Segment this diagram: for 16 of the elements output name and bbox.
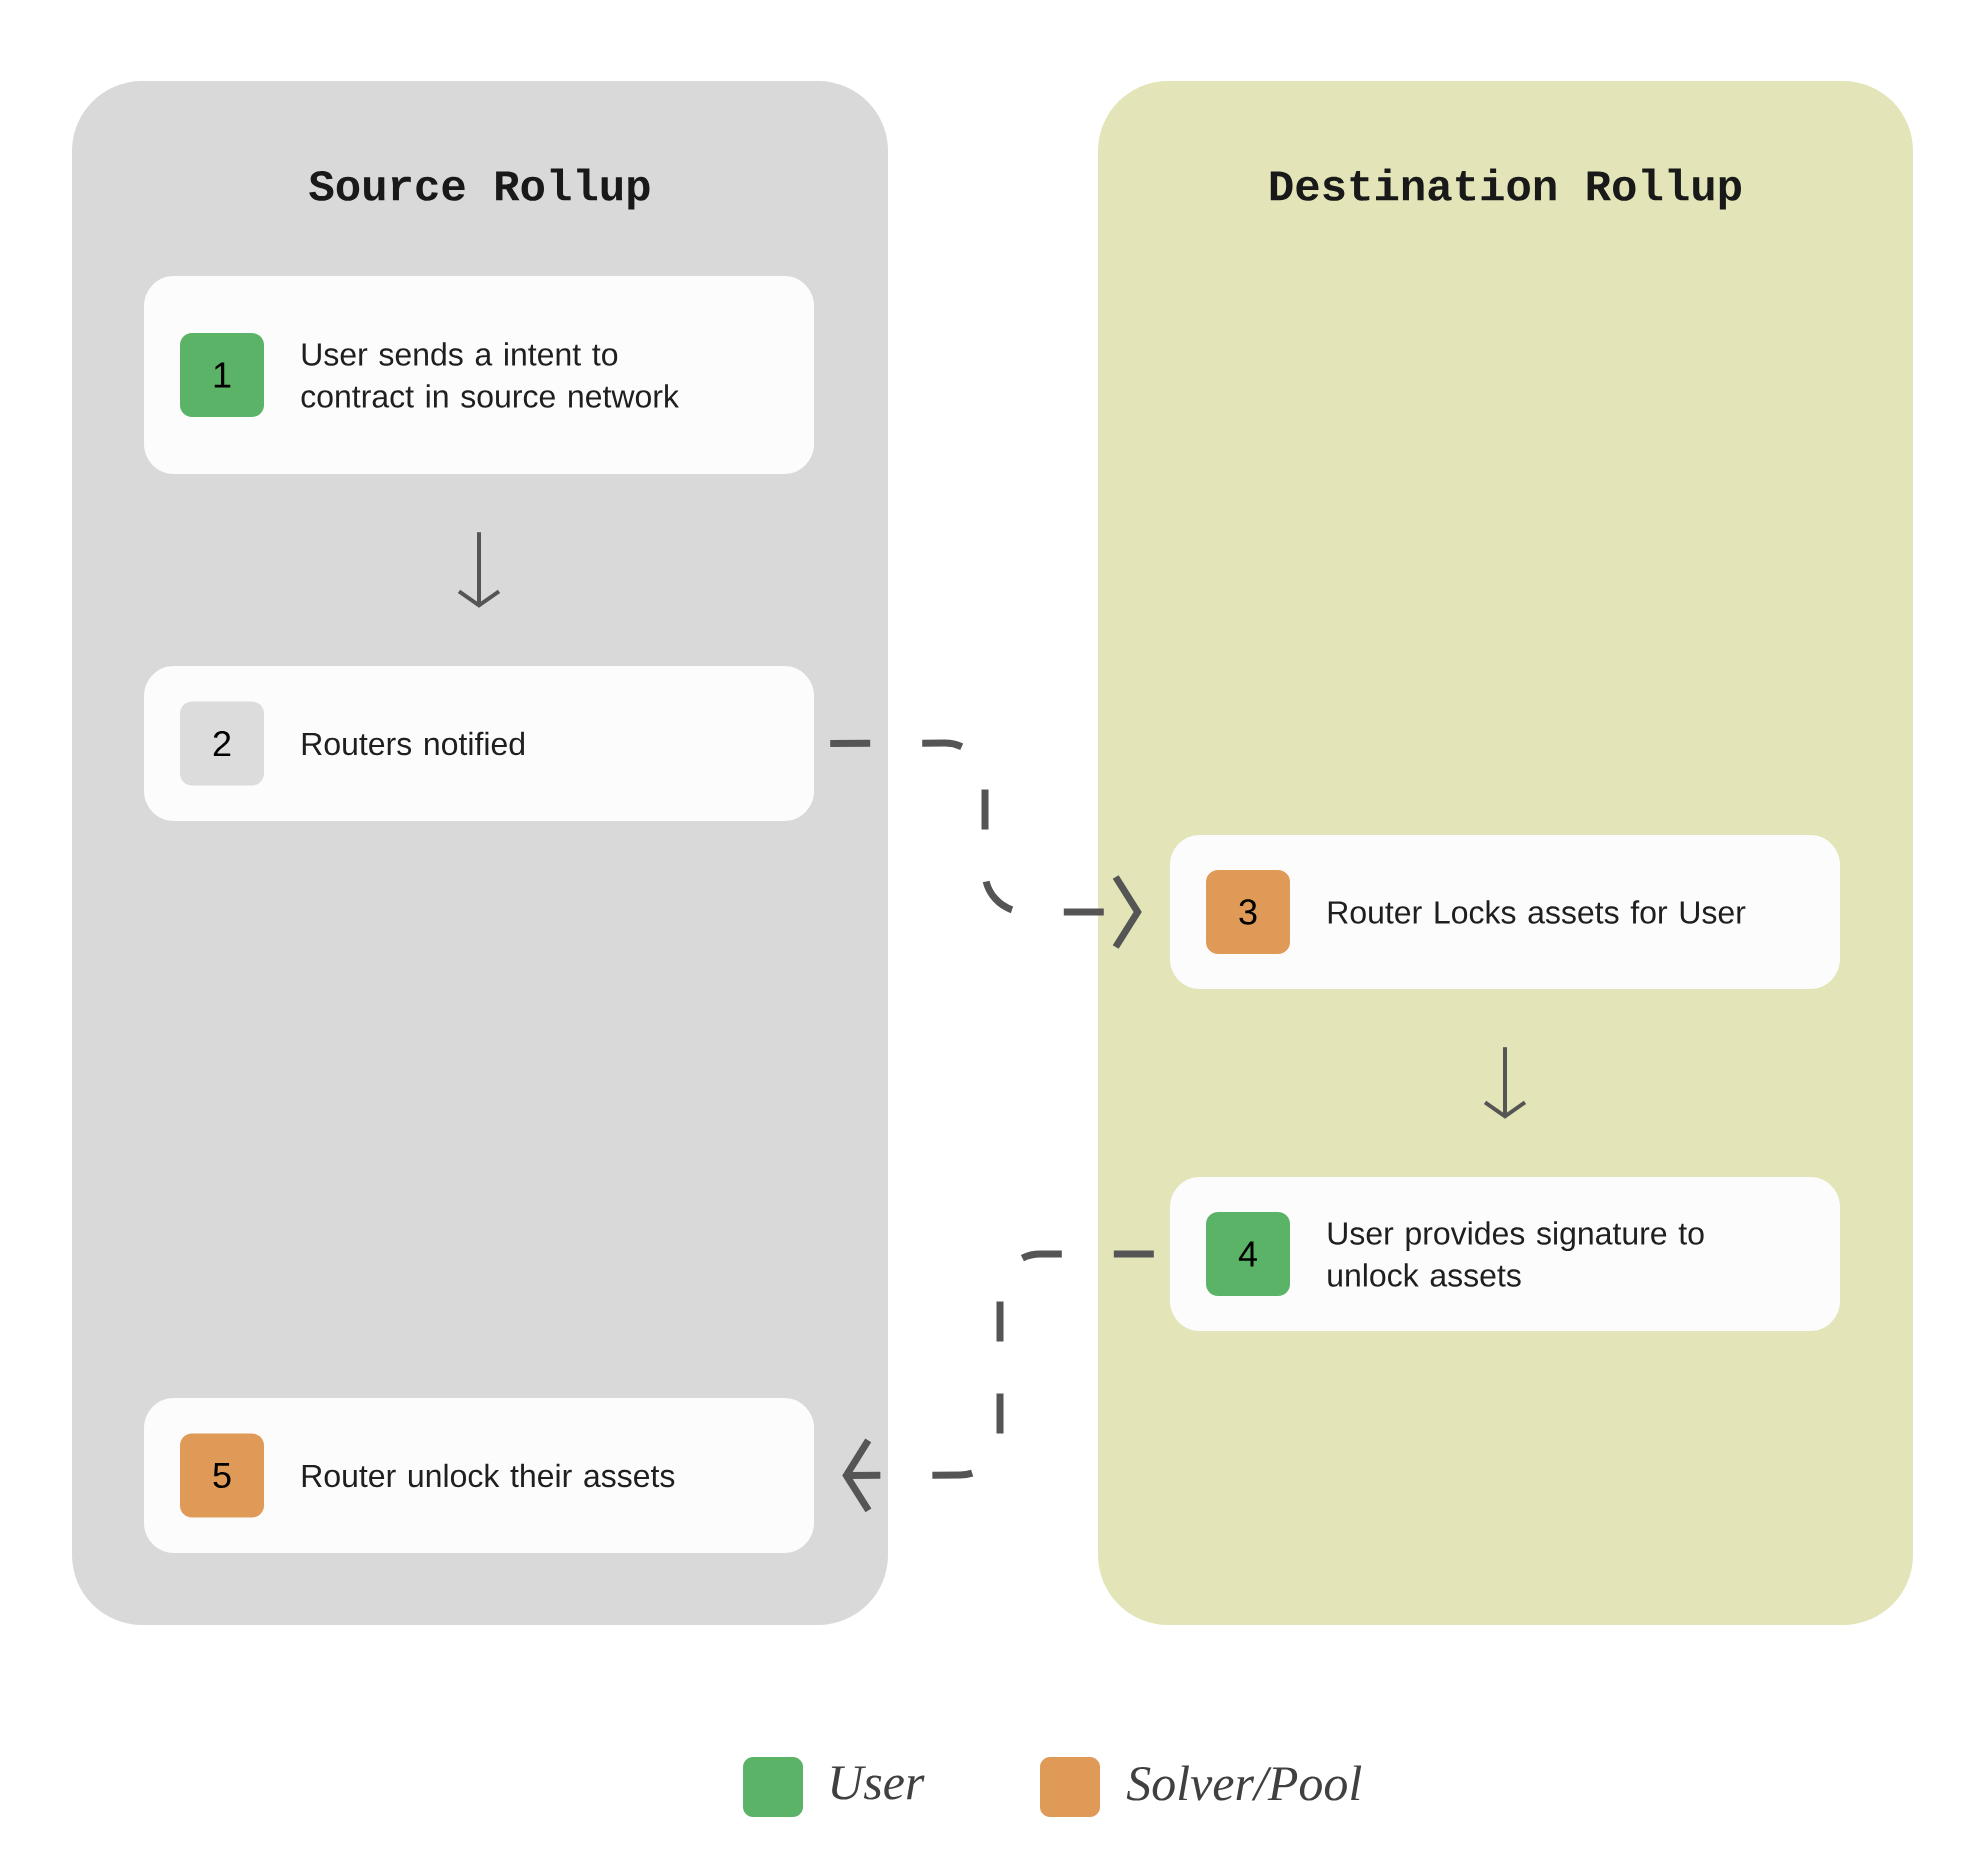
legend-label: User <box>831 1766 925 1800</box>
step-text: User provides signature to unlock assets <box>1328 1221 1704 1287</box>
step-text: Router Locks assets for User <box>1328 900 1746 924</box>
step-badge: 3 <box>1206 870 1290 954</box>
step-text: User sends a intent to contract in source network <box>301 342 679 408</box>
arrow <box>830 739 1142 949</box>
panel-title: Destination Rollup <box>1270 168 1741 210</box>
step-text: Routers notified <box>302 731 524 756</box>
step-text: Router unlock their assets <box>302 1463 675 1488</box>
step-badge: 2 <box>180 701 264 786</box>
step-badge: 4 <box>1206 1212 1290 1296</box>
panel-title: Source Rollup <box>309 168 650 210</box>
legend-label: Solver/Pool <box>1126 1765 1362 1801</box>
step-badge: 1 <box>180 333 264 417</box>
arrow <box>842 1250 1154 1513</box>
step-badge: 5 <box>180 1433 264 1518</box>
